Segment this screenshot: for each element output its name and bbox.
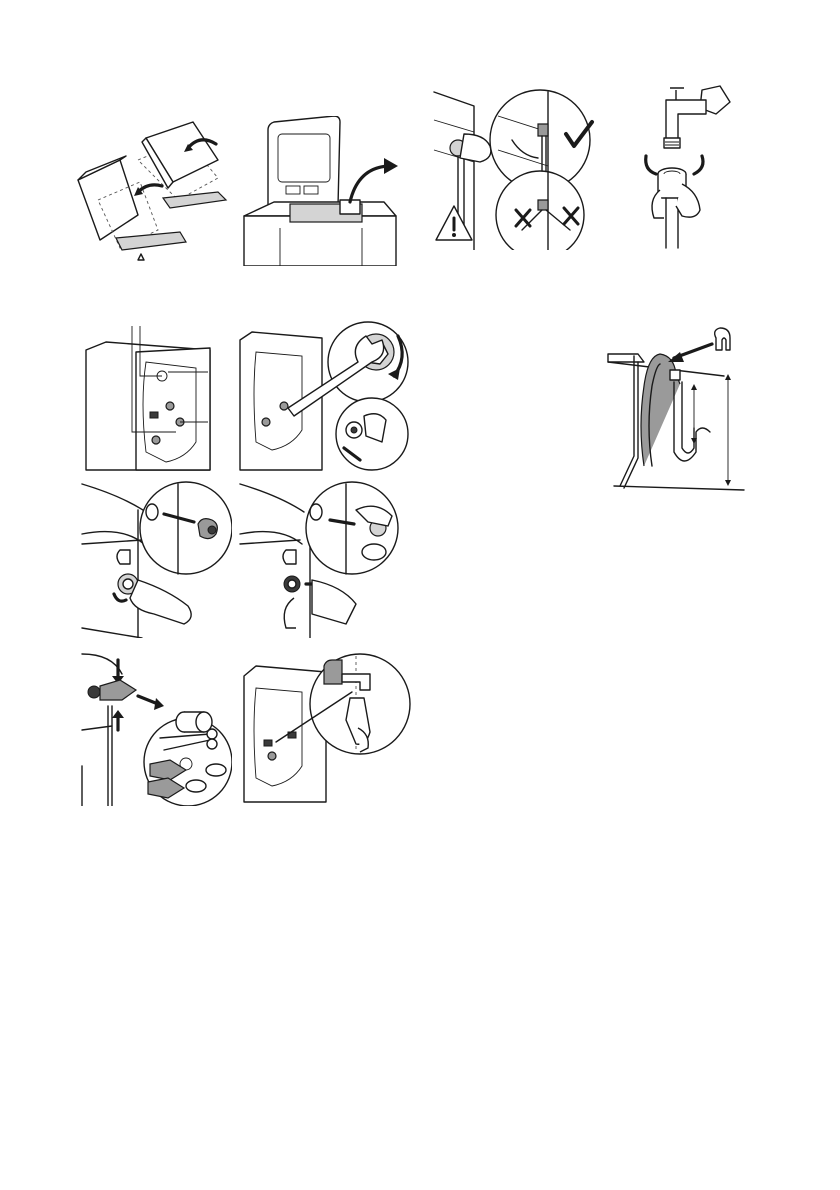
drain-hose-standpipe-icon <box>604 326 754 492</box>
transit-bolt-parts-icon <box>78 646 232 806</box>
figure-inlet-hose-connection <box>430 80 610 250</box>
figure-tap-thread <box>636 80 736 250</box>
spacer-removal-icon <box>78 480 232 638</box>
hose-holder-icon <box>236 648 412 804</box>
hose-angle-warning-icon <box>430 80 610 250</box>
open-lid-and-insert-icon <box>240 116 400 266</box>
water-tap-icon <box>636 80 736 250</box>
figure-remove-top-packaging <box>240 116 400 266</box>
figure-drain-hose-height <box>604 326 754 492</box>
figure-hose-holder-clip <box>236 648 412 804</box>
spanner-unscrew-icon <box>236 318 412 472</box>
figure-bolt-parts-removed <box>78 646 232 806</box>
figure-transit-bolts-location <box>80 322 220 472</box>
figure-remove-bolt-spacer <box>78 480 232 638</box>
figure-unscrew-transit-bolts <box>236 318 412 472</box>
figure-insert-plastic-caps <box>236 480 404 638</box>
tilted-machine-and-base-icon <box>68 120 228 270</box>
figure-remove-packaging-base <box>68 120 228 270</box>
insert-cap-icon <box>236 480 404 638</box>
machine-rear-bolts-icon <box>80 322 220 472</box>
